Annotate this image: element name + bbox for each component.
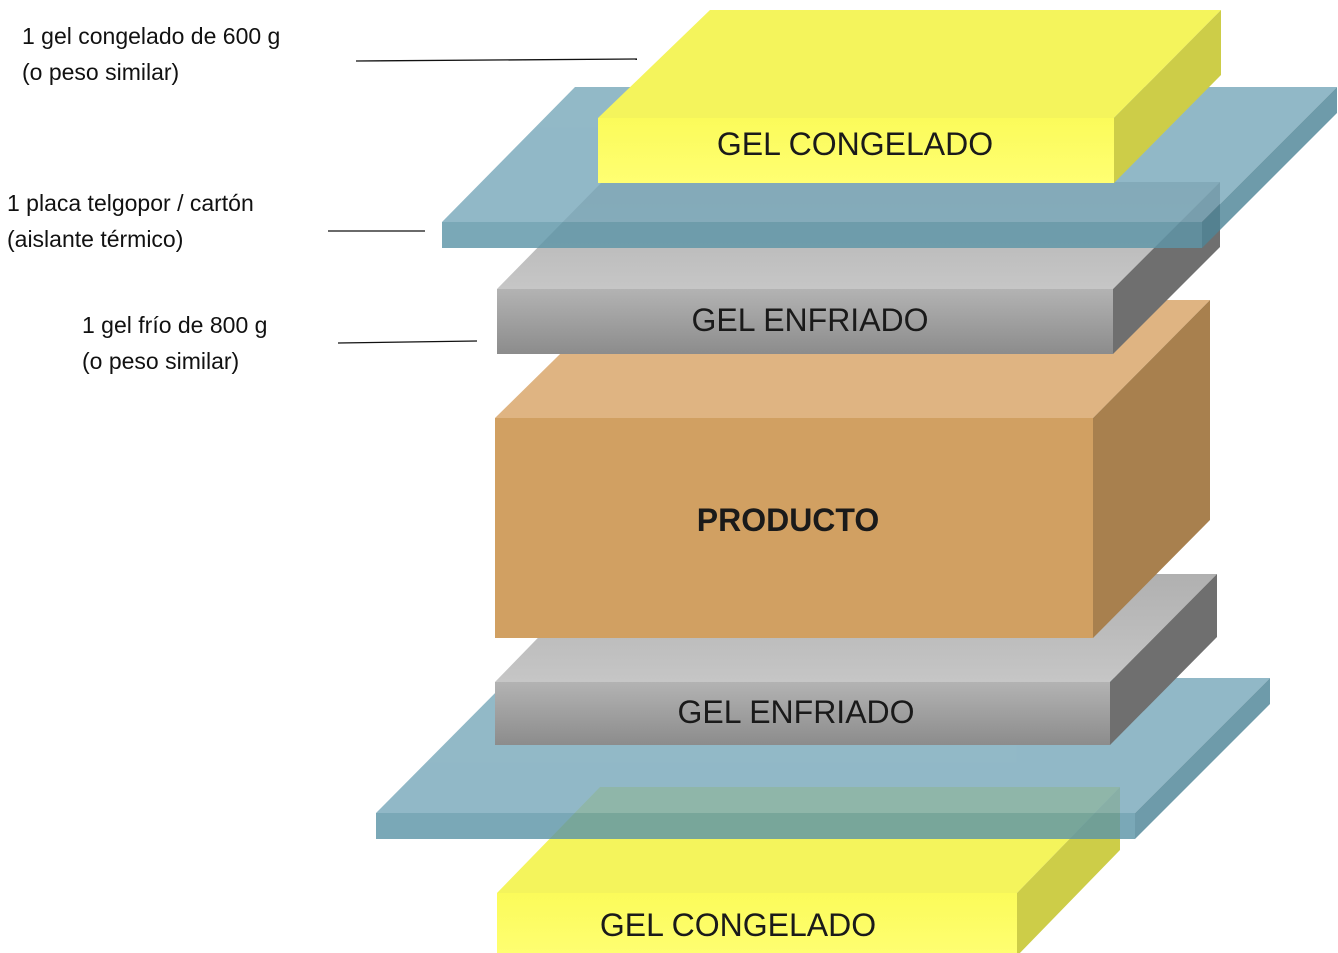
top-frozen-gel-top: [598, 10, 1221, 118]
frozen-gel-leader-line: [355, 58, 638, 62]
top-frozen-gel-side: [1114, 10, 1221, 183]
bottom-cold-gel-side: [1110, 574, 1217, 745]
top-frozen-gel-label: GEL CONGELADO: [717, 126, 993, 162]
frozen-gel-annotation: 1 gel congelado de 600 g (o peso similar…: [22, 23, 280, 85]
product-box-side: [1093, 300, 1210, 638]
product-box: PRODUCTO: [495, 300, 1210, 638]
bottom-cold-gel-front: [495, 682, 1110, 745]
bottom-cold-gel-label: GEL ENFRIADO: [677, 694, 914, 730]
top-cold-gel-front: [497, 289, 1113, 354]
cold-gel-annotation: 1 gel frío de 800 g (o peso similar): [82, 312, 267, 374]
frozen-gel-annotation-line-2: (o peso similar): [22, 59, 179, 85]
bottom-frozen-gel-label: GEL CONGELADO: [600, 907, 876, 943]
bottom-insulation-side: [1135, 678, 1270, 839]
cold-gel-leader-line: [337, 340, 478, 344]
bottom-frozen-gel-front: [497, 893, 1017, 953]
insulation-annotation-line-2: (aislante térmico): [7, 226, 183, 252]
cold-gel-annotation-line-2: (o peso similar): [82, 348, 239, 374]
top-insulation-side: [1202, 87, 1337, 248]
top-frozen-gel: GEL CONGELADO: [598, 10, 1221, 183]
cold-gel-annotation-line-1: 1 gel frío de 800 g: [82, 312, 267, 338]
insulation-annotation: 1 placa telgopor / cartón (aislante térm…: [7, 190, 254, 252]
top-cold-gel-label: GEL ENFRIADO: [691, 302, 928, 338]
bottom-insulation-front: [376, 813, 1135, 839]
frozen-gel-annotation-line-1: 1 gel congelado de 600 g: [22, 23, 280, 49]
product-label: PRODUCTO: [697, 502, 880, 538]
top-frozen-gel-front: [598, 118, 1114, 183]
top-insulation-front: [442, 222, 1202, 248]
product-box-front: [495, 418, 1093, 638]
insulation-annotation-line-1: 1 placa telgopor / cartón: [7, 190, 254, 216]
